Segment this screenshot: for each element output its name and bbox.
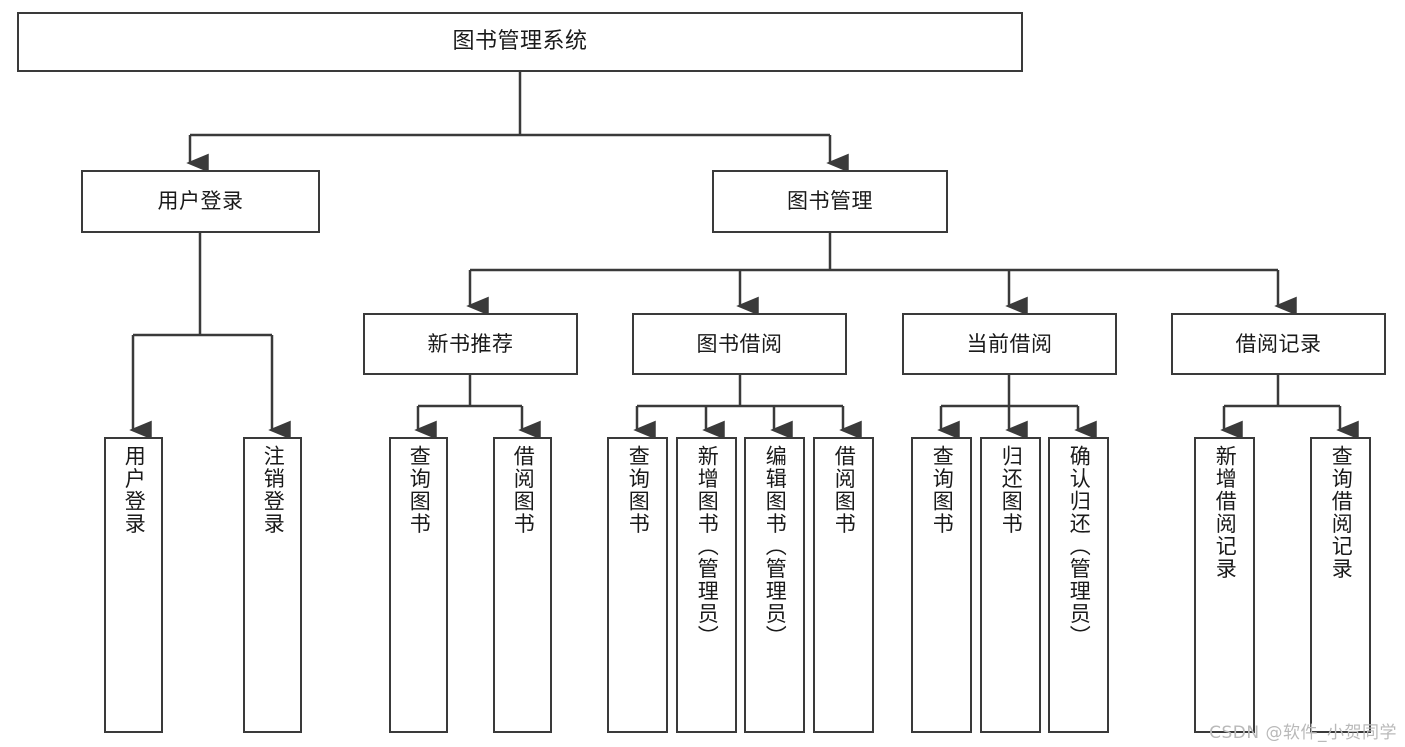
node-label: 图书管理 — [787, 189, 873, 214]
leaf-book-borrow-edit-book[interactable]: 编辑图书（管理员） — [744, 437, 805, 733]
node-current-borrow[interactable]: 当前借阅 — [902, 313, 1117, 375]
node-label: 编辑图书（管理员） — [763, 445, 788, 648]
node-label: 用户登录 — [157, 189, 244, 214]
leaf-user-login-login[interactable]: 用户登录 — [104, 437, 163, 733]
leaf-borrow-record-add-record[interactable]: 新增借阅记录 — [1194, 437, 1255, 733]
node-user-login[interactable]: 用户登录 — [81, 170, 320, 233]
node-label: 查询图书 — [626, 445, 651, 535]
node-new-book-recommend[interactable]: 新书推荐 — [363, 313, 578, 375]
node-book-management[interactable]: 图书管理 — [712, 170, 948, 233]
node-label: 确认归还（管理员） — [1067, 445, 1092, 648]
leaf-book-borrow-add-book[interactable]: 新增图书（管理员） — [676, 437, 737, 733]
node-label: 图书管理系统 — [452, 29, 588, 55]
node-label: 查询借阅记录 — [1329, 445, 1354, 580]
leaf-book-borrow-query-book[interactable]: 查询图书 — [607, 437, 668, 733]
leaf-current-borrow-return-book[interactable]: 归还图书 — [980, 437, 1041, 733]
leaf-user-login-logout[interactable]: 注销登录 — [243, 437, 302, 733]
node-label: 注销登录 — [261, 445, 286, 535]
leaf-book-borrow-borrow-book[interactable]: 借阅图书 — [813, 437, 874, 733]
node-label: 新书推荐 — [427, 331, 514, 356]
node-label: 新增图书（管理员） — [695, 445, 720, 648]
leaf-current-borrow-query-book[interactable]: 查询图书 — [911, 437, 972, 733]
node-label: 借阅记录 — [1235, 331, 1322, 356]
node-label: 查询图书 — [407, 445, 432, 535]
node-label: 当前借阅 — [966, 331, 1053, 356]
node-root-system[interactable]: 图书管理系统 — [17, 12, 1023, 72]
node-label: 借阅图书 — [511, 445, 536, 535]
node-label: 查询图书 — [930, 445, 955, 535]
node-borrow-record[interactable]: 借阅记录 — [1171, 313, 1386, 375]
leaf-borrow-record-query-record[interactable]: 查询借阅记录 — [1310, 437, 1371, 733]
node-book-borrow[interactable]: 图书借阅 — [632, 313, 847, 375]
leaf-current-borrow-confirm-return[interactable]: 确认归还（管理员） — [1048, 437, 1109, 733]
node-label: 新增借阅记录 — [1213, 445, 1238, 580]
node-label: 图书借阅 — [696, 331, 783, 356]
leaf-new-book-borrow-book[interactable]: 借阅图书 — [493, 437, 552, 733]
node-label: 归还图书 — [999, 445, 1024, 535]
node-label: 用户登录 — [122, 445, 147, 535]
leaf-new-book-query-book[interactable]: 查询图书 — [389, 437, 448, 733]
watermark: CSDN @软件_小贺同学 — [1209, 723, 1397, 743]
node-label: 借阅图书 — [832, 445, 857, 535]
